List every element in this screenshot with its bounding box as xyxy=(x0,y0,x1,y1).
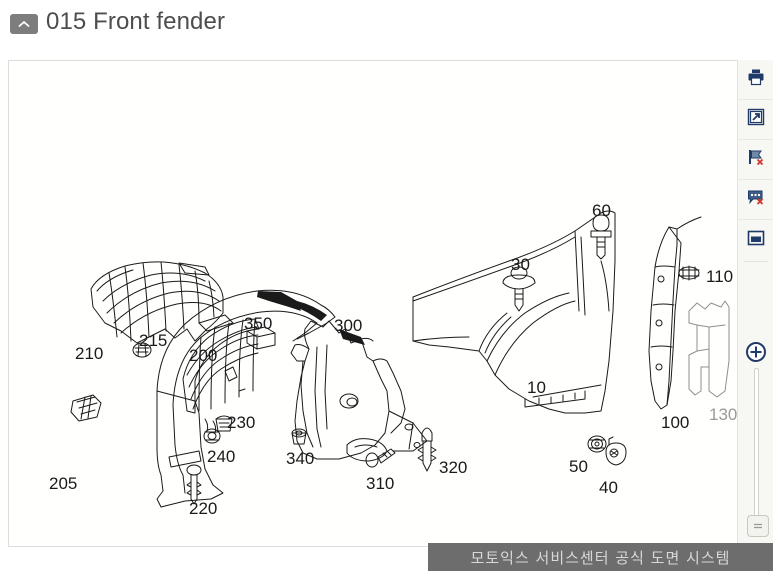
callout-label-110[interactable]: 110 xyxy=(706,267,734,286)
part-shape-215 xyxy=(132,342,152,358)
panel-view-button[interactable] xyxy=(738,220,773,260)
part-shape-310 xyxy=(365,448,396,468)
part-shape-340 xyxy=(291,428,307,445)
callout-label-215[interactable]: 215 xyxy=(139,331,168,350)
open-new-window-button[interactable] xyxy=(738,100,773,140)
part-shape-10 xyxy=(412,210,616,414)
remove-flag-button[interactable] xyxy=(738,140,773,180)
callout-label-350[interactable]: 350 xyxy=(244,314,273,333)
zoom-in-icon xyxy=(744,342,768,368)
zoom-slider-handle[interactable] xyxy=(747,515,769,537)
zoom-slider-track[interactable] xyxy=(754,368,759,518)
callout-label-40[interactable]: 40 xyxy=(599,478,618,497)
diagram-canvas[interactable]: 205 210 215 200 350 220 230 240 300 340 310 320 30 60… xyxy=(8,60,762,547)
callout-label-130[interactable]: 130 xyxy=(709,405,738,424)
callout-label-205[interactable]: 205 xyxy=(49,474,78,493)
part-shape-350 xyxy=(246,326,276,350)
collapse-toggle-button[interactable] xyxy=(10,14,38,34)
printer-icon xyxy=(746,67,766,92)
part-shape-200 xyxy=(156,289,336,508)
page-title: 015 Front fender xyxy=(46,8,226,35)
window-panel-icon xyxy=(746,228,766,253)
remove-comment-button[interactable] xyxy=(738,180,773,220)
part-shape-300 xyxy=(290,320,428,462)
part-shape-100 xyxy=(648,216,702,410)
zoom-in-button[interactable] xyxy=(744,340,768,364)
part-shape-60 xyxy=(590,214,612,260)
expand-arrow-icon xyxy=(746,107,766,132)
callout-label-200[interactable]: 200 xyxy=(189,346,218,365)
callout-label-220[interactable]: 220 xyxy=(189,499,218,518)
part-shape-205 xyxy=(70,394,102,422)
watermark-text: 모토익스 서비스센터 공식 도면 시스템 xyxy=(470,548,731,567)
callout-label-60[interactable]: 60 xyxy=(592,201,611,220)
watermark-bar: 모토익스 서비스센터 공식 도면 시스템 xyxy=(428,543,773,571)
callout-label-230[interactable]: 230 xyxy=(227,413,256,432)
part-shape-110 xyxy=(678,265,700,281)
part-shape-50 xyxy=(587,435,607,453)
callout-label-340[interactable]: 340 xyxy=(286,449,315,468)
part-shape-40 xyxy=(605,436,627,466)
chevron-up-icon xyxy=(18,20,30,28)
part-shape-240 xyxy=(203,428,221,444)
part-shape-320 xyxy=(417,427,437,472)
callout-label-30[interactable]: 30 xyxy=(511,255,530,274)
part-shape-130 xyxy=(688,300,730,398)
print-button[interactable] xyxy=(738,60,773,100)
callout-label-210[interactable]: 210 xyxy=(75,344,104,363)
callout-label-300[interactable]: 300 xyxy=(334,316,363,335)
callout-label-320[interactable]: 320 xyxy=(439,458,468,477)
callout-label-310[interactable]: 310 xyxy=(366,474,395,493)
part-diagram xyxy=(70,210,730,508)
callout-label-100[interactable]: 100 xyxy=(661,413,690,432)
page-header: 015 Front fender xyxy=(0,0,773,55)
part-shape-220 xyxy=(186,464,202,505)
callout-label-50[interactable]: 50 xyxy=(569,457,588,476)
toolbar-divider xyxy=(744,261,768,262)
right-toolbar xyxy=(737,60,773,567)
comment-delete-icon xyxy=(746,187,766,212)
flag-delete-icon xyxy=(746,147,766,172)
callout-label-10[interactable]: 10 xyxy=(527,378,546,397)
part-shape-210 xyxy=(90,261,224,344)
part-shape-30 xyxy=(502,266,536,312)
callout-label-240[interactable]: 240 xyxy=(207,447,236,466)
part-shape-230 xyxy=(215,415,233,432)
slider-handle-icon xyxy=(752,517,764,535)
